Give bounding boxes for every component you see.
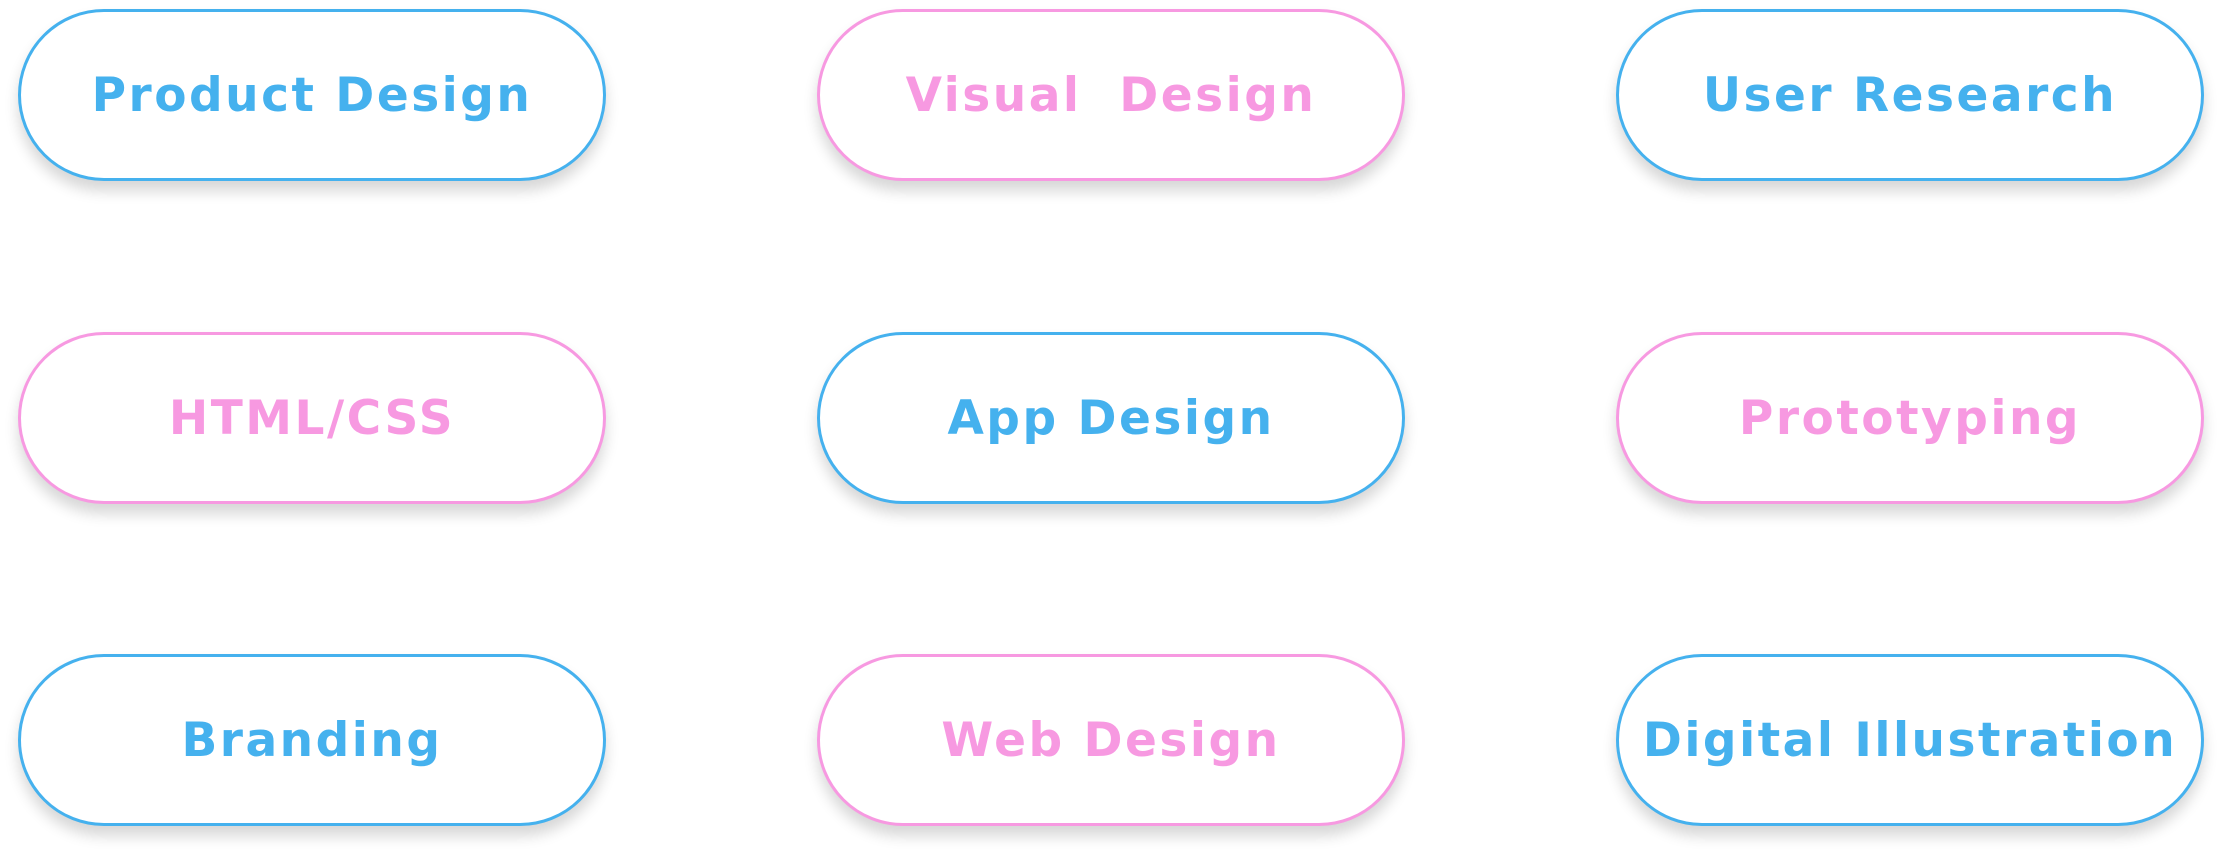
tag-user-research[interactable]: User Research (1616, 9, 2204, 181)
tag-label: Prototyping (1738, 390, 2082, 446)
tag-web-design[interactable]: Web Design (817, 654, 1405, 826)
tag-prototyping[interactable]: Prototyping (1616, 332, 2204, 504)
tag-label: Visual Design (905, 67, 1317, 123)
tag-visual-design[interactable]: Visual Design (817, 9, 1405, 181)
tag-label: HTML/CSS (168, 390, 456, 446)
tag-label: Branding (181, 712, 443, 768)
tag-digital-illustration[interactable]: Digital Illustration (1616, 654, 2204, 826)
tag-product-design[interactable]: Product Design (18, 9, 606, 181)
tag-html-css[interactable]: HTML/CSS (18, 332, 606, 504)
tag-label: App Design (947, 390, 1275, 446)
tag-label: User Research (1702, 67, 2118, 123)
tag-app-design[interactable]: App Design (817, 332, 1405, 504)
tag-label: Product Design (91, 67, 533, 123)
tag-label: Digital Illustration (1642, 712, 2178, 768)
tag-branding[interactable]: Branding (18, 654, 606, 826)
tag-label: Web Design (941, 712, 1281, 768)
